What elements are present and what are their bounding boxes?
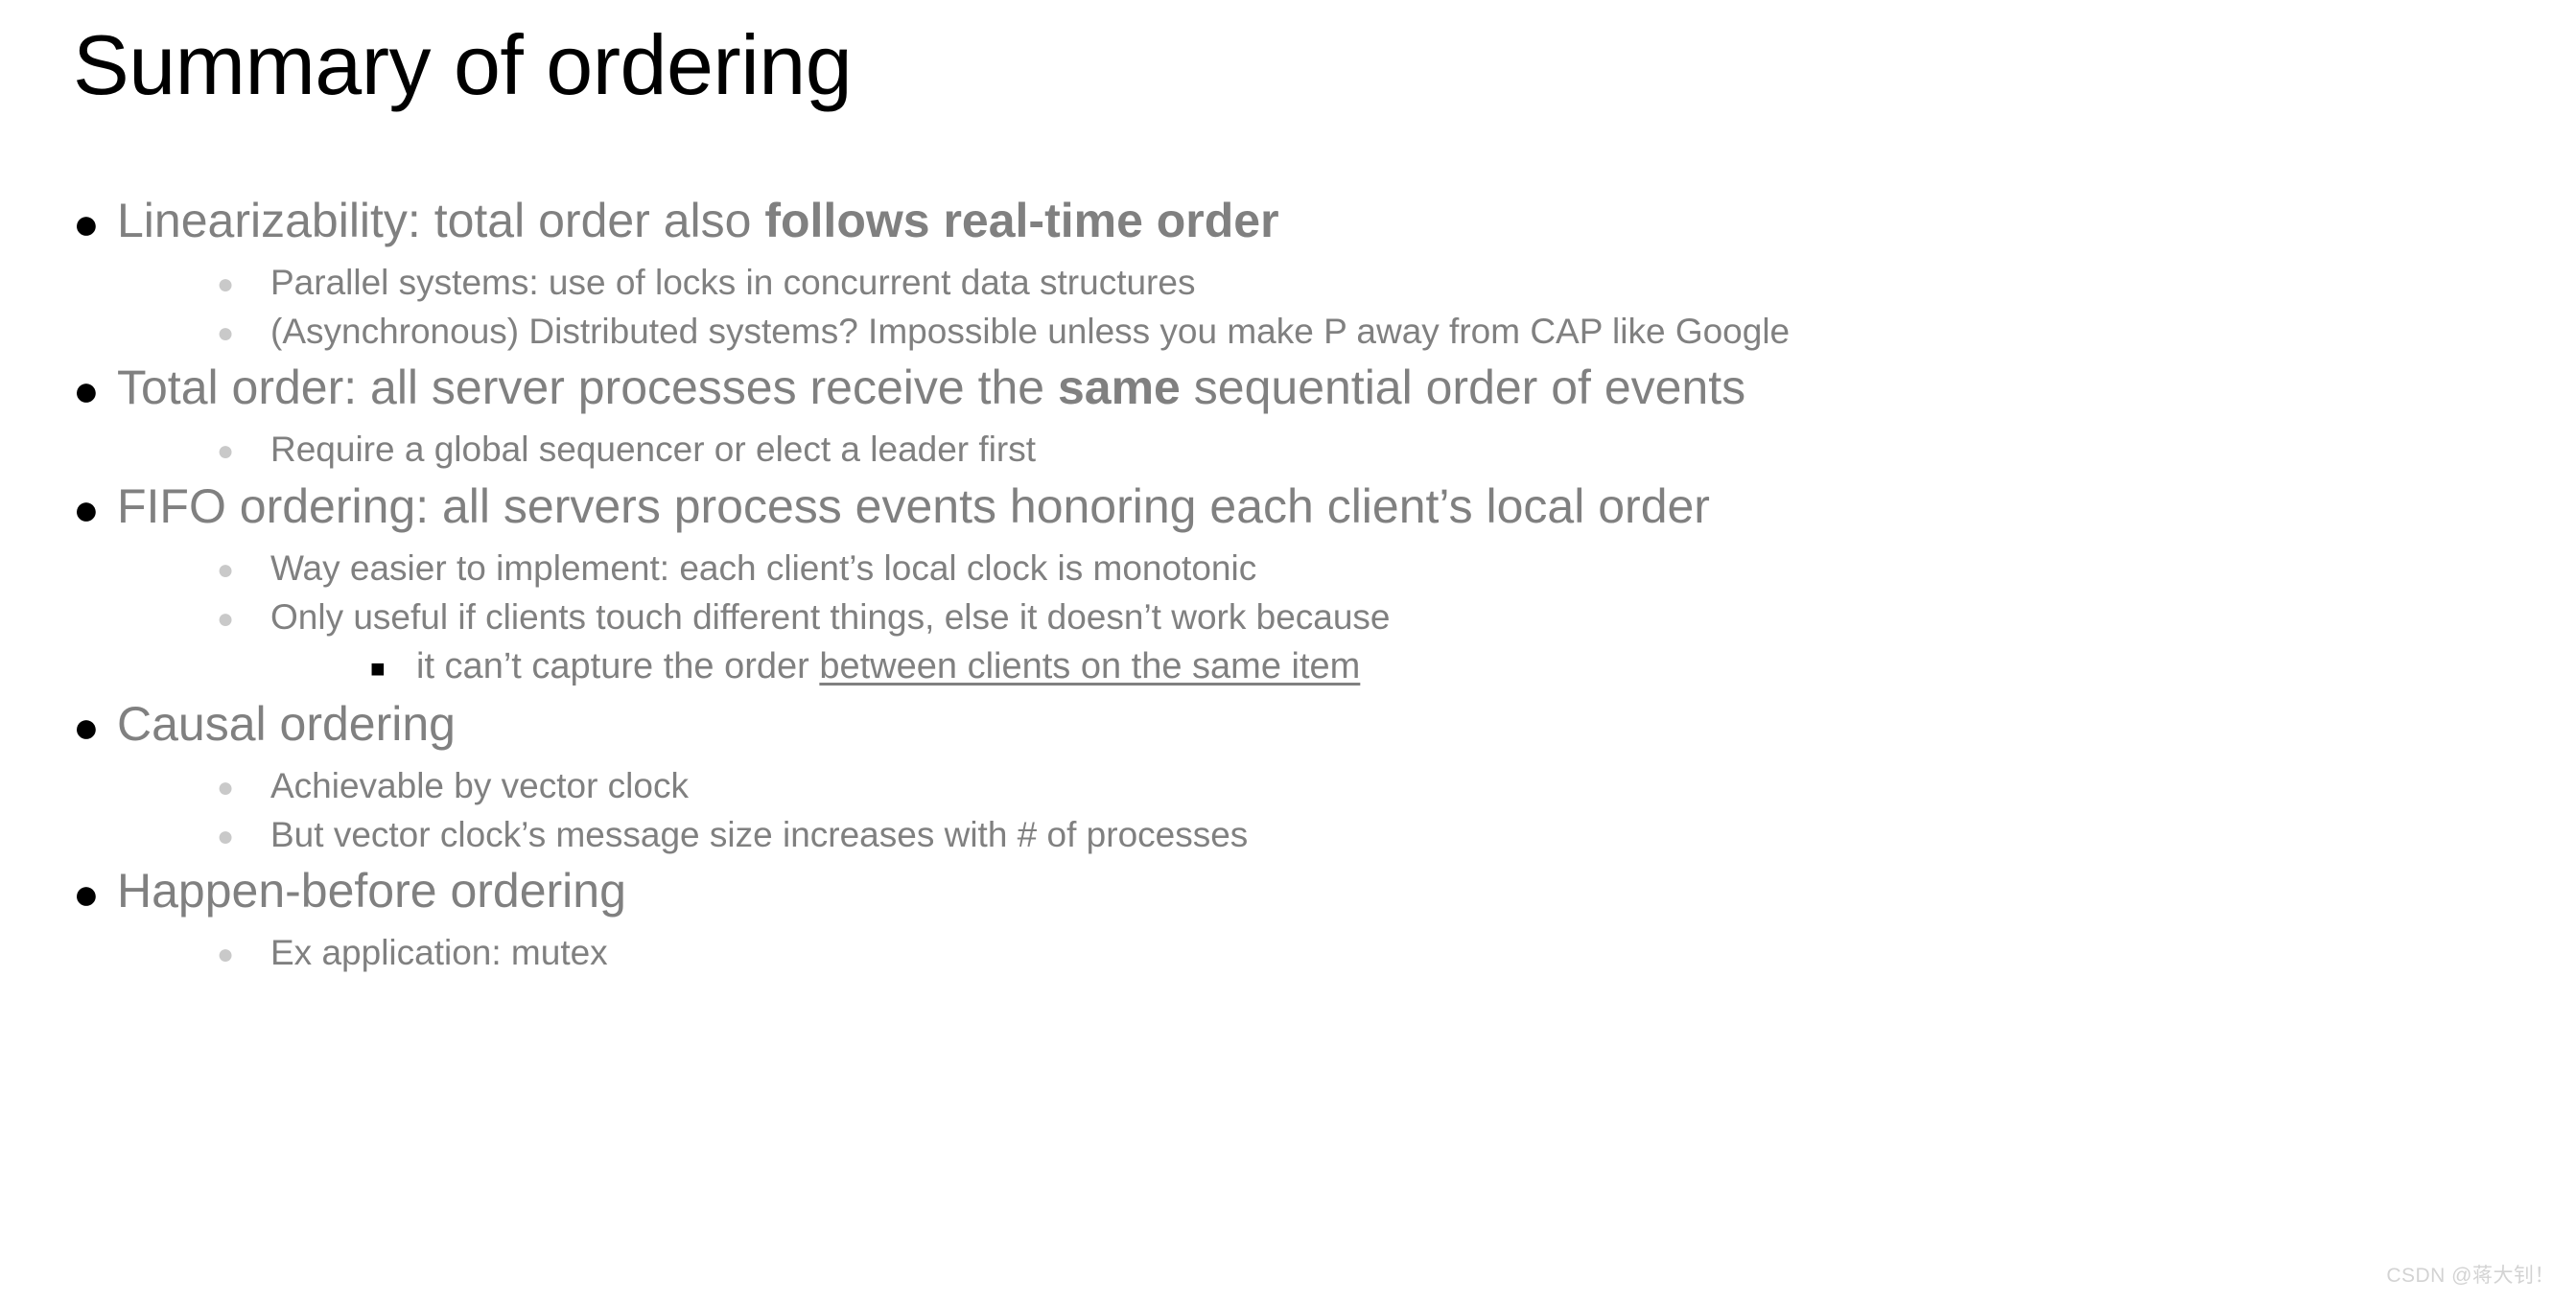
sub-bullet-vector-clock-size-text: But vector clock’s message size increase… [270, 814, 1249, 854]
watermark: CSDN @蒋大钊！ [2386, 1265, 2555, 1287]
sub-bullet-parallel-systems: ● Parallel systems: use of locks in conc… [73, 259, 2538, 306]
bullet-total-order-text-plain-b: sequential order of events [1180, 360, 1746, 415]
sub-sub-bullet-capture-order-text-underlined: between clients on the same item [819, 646, 1361, 687]
bullet-disc-icon: ● [73, 365, 100, 416]
bullet-dot-icon: ● [217, 317, 235, 350]
bullet-disc-icon: ● [73, 868, 100, 918]
bullet-linearizability-text-plain: Linearizability: total order also [117, 194, 765, 247]
bullet-dot-icon: ● [217, 435, 235, 468]
sub-bullet-only-useful: ● Only useful if clients touch different… [73, 593, 2538, 640]
bullet-dot-icon: ● [217, 602, 235, 635]
bullet-total-order-text-bold: same [1057, 360, 1181, 415]
bullet-disc-icon: ● [73, 701, 100, 752]
bullet-linearizability-text: Linearizability: total order also follow… [117, 190, 1279, 255]
sub-bullet-async-distributed-text: (Asynchronous) Distributed systems? Impo… [270, 312, 1791, 352]
sub-bullet-async-distributed: ● (Asynchronous) Distributed systems? Im… [73, 308, 2538, 355]
sub-bullet-global-sequencer: ● Require a global sequencer or elect a … [73, 426, 2538, 473]
sub-sub-bullet-capture-order-text-plain: it can’t capture the order [416, 646, 820, 687]
sub-bullet-way-easier: ● Way easier to implement: each client’s… [73, 545, 2538, 592]
bullet-total-order: ● Total order: all server processes rece… [73, 357, 2538, 422]
bullet-disc-icon: ● [73, 198, 100, 248]
bullet-linearizability: ● Linearizability: total order also foll… [73, 190, 2538, 255]
slide-body: ● Linearizability: total order also foll… [73, 190, 2538, 978]
bullet-fifo-ordering: ● FIFO ordering: all servers process eve… [73, 476, 2538, 541]
sub-sub-bullet-capture-order: ■ it can’t capture the order between cli… [73, 642, 2538, 691]
sub-bullet-ex-mutex-text: Ex application: mutex [270, 932, 608, 972]
bullet-dot-icon: ● [217, 938, 235, 970]
bullet-linearizability-text-bold: follows real-time order [764, 194, 1279, 247]
sub-bullet-way-easier-text: Way easier to implement: each client’s l… [270, 547, 1257, 588]
bullet-dot-icon: ● [217, 553, 235, 586]
page-title: Summary of ordering [73, 17, 853, 112]
bullet-disc-icon: ● [73, 483, 100, 534]
sub-bullet-vector-clock-size: ● But vector clock’s message size increa… [73, 811, 2538, 858]
bullet-causal-ordering-text: Causal ordering [117, 696, 456, 751]
bullet-happen-before-text: Happen-before ordering [117, 863, 626, 918]
sub-bullet-only-useful-text: Only useful if clients touch different t… [270, 596, 1391, 637]
bullet-causal-ordering: ● Causal ordering [73, 693, 2538, 758]
bullet-fifo-ordering-text: FIFO ordering: all servers process event… [117, 478, 1710, 533]
sub-bullet-global-sequencer-text: Require a global sequencer or elect a le… [270, 430, 1037, 470]
sub-sub-bullet-capture-order-text: it can’t capture the order between clien… [416, 642, 1360, 691]
bullet-square-icon: ■ [370, 654, 386, 684]
sub-bullet-parallel-systems-text: Parallel systems: use of locks in concur… [270, 263, 1196, 302]
bullet-dot-icon: ● [217, 820, 235, 852]
bullet-happen-before: ● Happen-before ordering [73, 860, 2538, 925]
sub-bullet-ex-mutex: ● Ex application: mutex [73, 929, 2538, 976]
sub-bullet-vector-clock: ● Achievable by vector clock [73, 762, 2538, 809]
bullet-total-order-text: Total order: all server processes receiv… [117, 357, 1745, 422]
bullet-total-order-text-plain-a: Total order: all server processes receiv… [117, 360, 1058, 415]
bullet-dot-icon: ● [217, 268, 235, 300]
bullet-dot-icon: ● [217, 771, 235, 803]
sub-bullet-vector-clock-text: Achievable by vector clock [270, 765, 689, 805]
